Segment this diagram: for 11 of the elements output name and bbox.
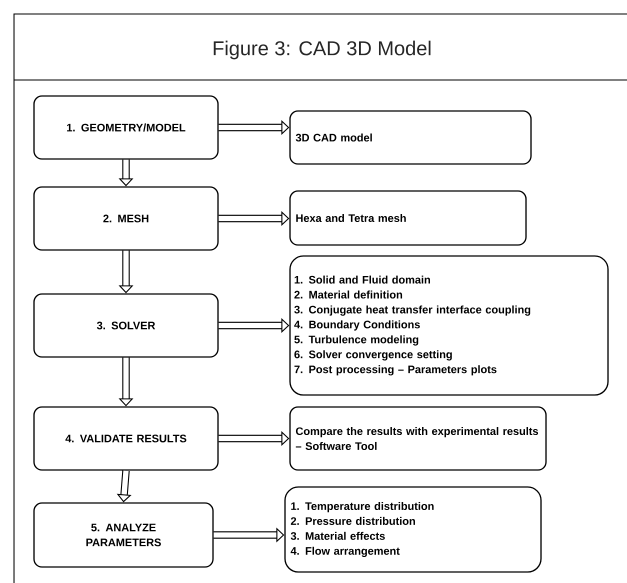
list-box: 1. Temperature distribution 2. Pressure distribution 3. Material effects 4. Flow arrangement: [284, 486, 542, 573]
note-box: Compare the results with experimental results – Software Tool: [289, 406, 547, 471]
step-box: 2. MESH: [33, 186, 219, 251]
title: Figure 3: CAD 3D Model: [214, 40, 430, 60]
note-box: 3D CAD model: [289, 110, 532, 165]
step-box: 1. GEOMETRY/MODEL: [33, 95, 219, 160]
step-box: 4. VALIDATE RESULTS: [33, 406, 219, 471]
step-box: 5. ANALYZE PARAMETERS: [33, 502, 214, 568]
note-box: Hexa and Tetra mesh: [289, 190, 527, 246]
step-box: 3. SOLVER: [33, 293, 219, 358]
list-box: 1. Solid and Fluid domain 2. Material definition 3. Conjugate heat transfer interface coupling 4. Boundary Conditions 5. Turbulence modeling 6. Solver convergence setting 7. Post processing – Parameters plots: [289, 255, 609, 396]
